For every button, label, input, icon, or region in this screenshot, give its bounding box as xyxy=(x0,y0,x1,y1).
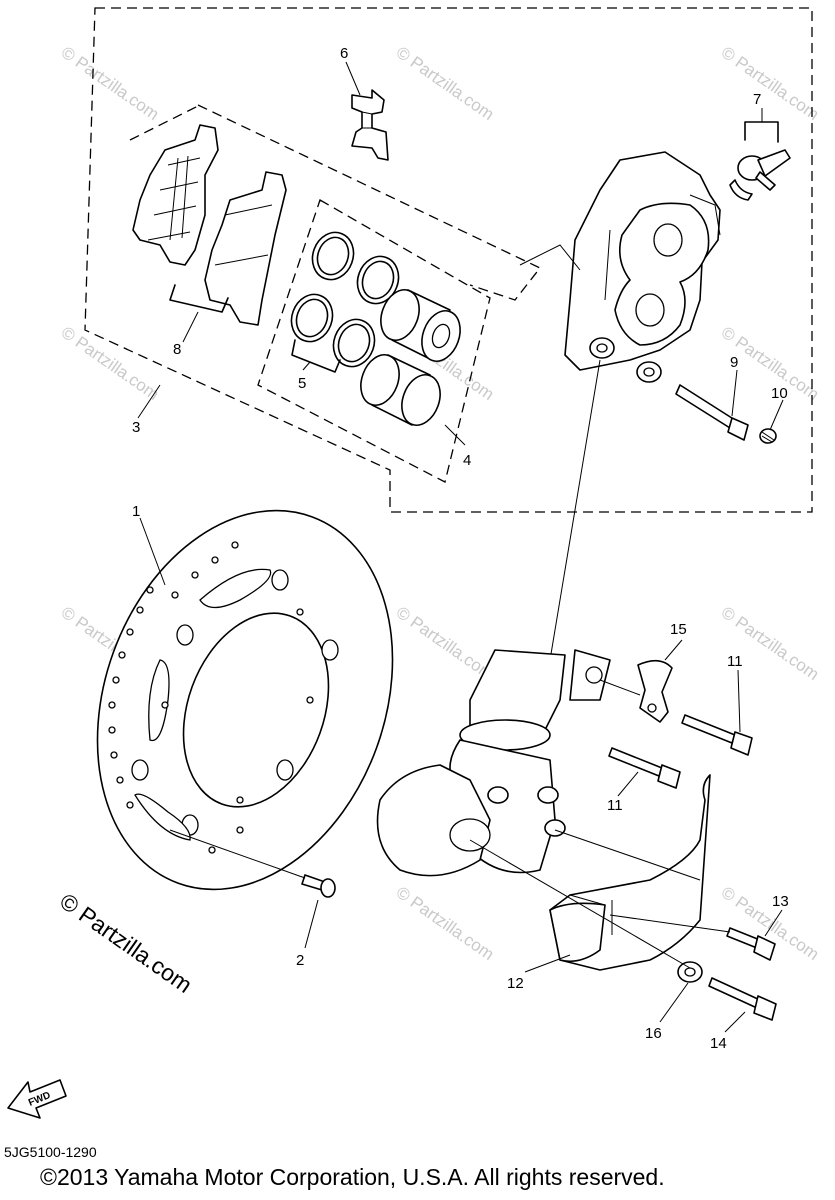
guard-bolt-upper xyxy=(681,714,753,756)
pin-plug xyxy=(759,428,777,444)
fwd-arrow-icon: FWD xyxy=(7,1079,67,1119)
callout-16: 16 xyxy=(645,1025,662,1042)
partzilla-watermark: © Partzilla.com xyxy=(55,888,197,998)
callout-10: 10 xyxy=(771,385,788,402)
guard-bolt-lower xyxy=(608,747,681,789)
brake-disc xyxy=(96,509,394,891)
callout-15: 15 xyxy=(670,621,687,638)
leader-lines xyxy=(137,61,784,1033)
alignment-line xyxy=(599,679,641,696)
callout-8: 8 xyxy=(173,341,181,358)
caliper-body xyxy=(564,151,721,383)
callout-2: 2 xyxy=(296,952,304,969)
disc-screw xyxy=(301,874,336,898)
disc-guard xyxy=(549,774,711,971)
diagram-code: 5JG5100-1290 xyxy=(4,1144,97,1160)
callout-13: 13 xyxy=(772,893,789,910)
copyright-notice: ©2013 Yamaha Motor Corporation, U.S.A. A… xyxy=(40,1164,665,1190)
watermark: © Partzilla.com xyxy=(718,43,823,124)
seal-leader-bracket xyxy=(291,339,341,373)
pad-group-bracket xyxy=(129,104,201,141)
callout-12: 12 xyxy=(507,975,524,992)
caliper-assembly-boundary xyxy=(84,7,813,513)
bleed-screw xyxy=(729,149,791,201)
caliper-pin xyxy=(675,384,749,441)
piston-seals xyxy=(290,231,400,368)
callout-9: 9 xyxy=(730,354,738,371)
alignment-line xyxy=(609,914,731,933)
watermark: © Partzilla.com xyxy=(718,603,823,684)
watermark: © Partzilla.com xyxy=(393,43,498,124)
alignment-line xyxy=(519,244,581,271)
bleed-leader-bracket xyxy=(744,121,779,143)
callout-5: 5 xyxy=(298,375,306,392)
guard-bolt-13 xyxy=(726,927,776,961)
watermark: © Partzilla.com xyxy=(58,43,163,124)
fork-leg xyxy=(376,649,611,877)
pad-leader-bracket xyxy=(169,284,229,313)
callout-numbers: 1 2 3 4 5 6 7 8 9 10 11 11 12 13 14 15 1… xyxy=(132,45,789,1052)
callout-4: 4 xyxy=(463,452,471,469)
alignment-line xyxy=(169,829,306,879)
callout-3: 3 xyxy=(132,419,140,436)
watermark: © Partzilla.com xyxy=(393,603,498,684)
callout-11a: 11 xyxy=(727,653,743,670)
brake-pad-outer xyxy=(132,124,219,266)
callout-6: 6 xyxy=(340,45,348,62)
guard-bolt-14 xyxy=(708,977,777,1021)
washer xyxy=(677,961,703,983)
caliper-pistons xyxy=(360,289,461,426)
brake-pad-inner xyxy=(204,171,287,326)
watermark: © Partzilla.com xyxy=(393,883,498,964)
alignment-line xyxy=(554,829,701,881)
callout-14: 14 xyxy=(710,1035,727,1052)
piston-group-box xyxy=(257,199,491,483)
alignment-line xyxy=(469,839,691,969)
callout-7: 7 xyxy=(753,91,761,108)
watermark: © Partzilla.com xyxy=(58,323,163,404)
callout-11b: 11 xyxy=(607,797,623,814)
callout-1: 1 xyxy=(132,503,140,520)
hose-bracket xyxy=(637,659,673,723)
pad-spring-clip xyxy=(351,89,389,161)
